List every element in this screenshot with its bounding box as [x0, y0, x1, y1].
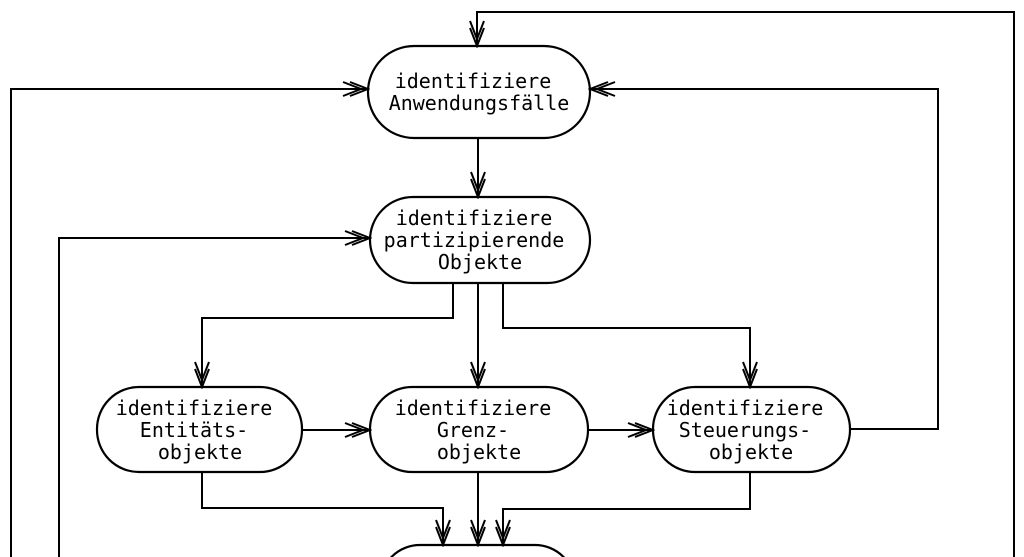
edge-steuerungs-to-bottom	[503, 472, 751, 545]
label-line: objekte	[709, 440, 793, 464]
node-bottom-partial	[389, 543, 566, 557]
label-line: identifiziere	[395, 69, 552, 93]
node-partizipierende: identifiziere partizipierende Objekte	[368, 195, 592, 285]
edge-partizipierende-to-steuerungs	[502, 282, 750, 387]
label-line: identifiziere	[667, 396, 824, 420]
label-line: partizipierende	[384, 228, 565, 252]
edge-partizipierende-to-entitaets	[202, 282, 454, 387]
node-label: identifiziere Entitäts- objekte	[116, 396, 285, 464]
label-line: Objekte	[438, 250, 522, 274]
edge-feedback-left-inner-to-partizipierende	[58, 238, 370, 557]
label-line: Grenz-	[437, 418, 509, 442]
edge-feedback-left-outer-to-anwendungsfaelle	[10, 89, 368, 557]
node-entitaets: identifiziere Entitäts- objekte	[95, 385, 304, 474]
node-anwendungsfaelle: identifiziere Anwendungsfälle	[366, 44, 592, 140]
node-grenz: identifiziere Grenz- objekte	[368, 385, 590, 474]
node-steuerungs: identifiziere Steuerungs- objekte	[651, 385, 852, 474]
edge-steuerungs-to-anwendungsfaelle	[590, 89, 939, 430]
label-line: identifiziere	[116, 396, 273, 420]
node-label: identifiziere Anwendungsfälle	[389, 69, 570, 115]
node-shape	[389, 543, 566, 557]
node-label: identifiziere partizipierende Objekte	[384, 206, 577, 274]
label-line: Anwendungsfälle	[389, 91, 570, 115]
label-line: identifiziere	[395, 396, 552, 420]
label-line: objekte	[437, 440, 521, 464]
label-line: objekte	[158, 440, 242, 464]
edge-feedback-right-top-to-anwendungsfaelle	[477, 11, 1015, 557]
label-line: Steuerungs-	[679, 418, 811, 442]
label-line: Entitäts-	[140, 418, 248, 442]
node-label: identifiziere Steuerungs- objekte	[667, 396, 836, 464]
edge-entitaets-to-bottom	[201, 472, 443, 545]
label-line: identifiziere	[396, 206, 553, 230]
node-label: identifiziere Grenz- objekte	[395, 396, 564, 464]
